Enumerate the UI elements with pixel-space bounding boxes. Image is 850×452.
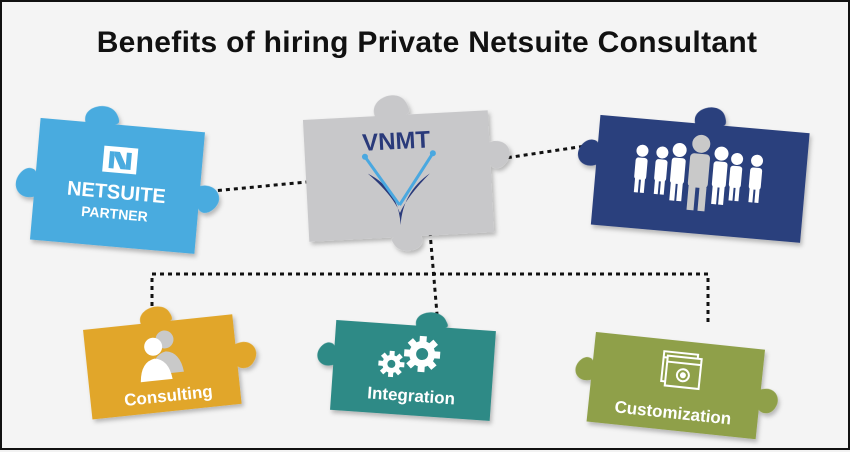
- vnmt-piece: VNMT: [302, 95, 510, 251]
- gears-icon: [378, 335, 441, 378]
- users-icon: [140, 330, 184, 383]
- page-title: Benefits of hiring Private Netsuite Cons…: [96, 26, 758, 59]
- vnmt-logo-word: VNMT: [362, 126, 432, 157]
- consulting-piece: Consulting: [83, 306, 257, 420]
- customization-piece: Customization: [575, 331, 778, 440]
- integration-piece: Integration: [317, 312, 496, 421]
- people-group-icon: [633, 134, 764, 212]
- netsuite-partner-piece: NETSUITE PARTNER: [15, 106, 219, 254]
- netsuite-piece-shape: [15, 106, 219, 254]
- vnmt-check-icon: [361, 150, 436, 226]
- integration-piece-shape: [317, 312, 496, 421]
- connector-netsuite-vnmt: [201, 180, 308, 194]
- team-piece: [578, 107, 810, 243]
- connector-branch: [150, 272, 710, 322]
- netsuite-logo-sub: PARTNER: [81, 203, 149, 225]
- vnmt-piece-shape: [302, 95, 510, 251]
- netsuite-logo-icon: [102, 145, 139, 175]
- settings-window-icon: [660, 350, 703, 391]
